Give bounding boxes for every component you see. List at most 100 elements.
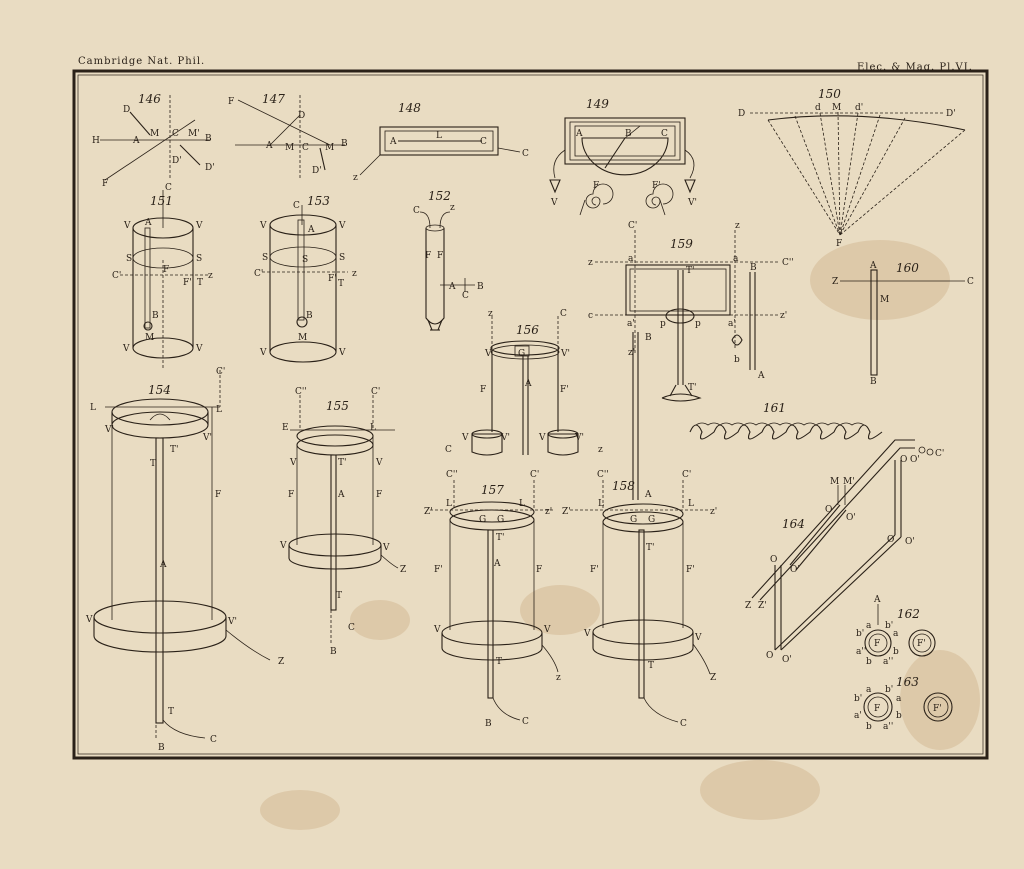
svg-text:F: F xyxy=(874,639,880,649)
svg-text:V: V xyxy=(382,543,390,553)
svg-text:O: O xyxy=(770,555,777,565)
figure-162: 162 A F F' a b' b' a a'' b b a'' xyxy=(856,595,936,667)
svg-text:A: A xyxy=(757,371,765,381)
svg-text:d': d' xyxy=(855,103,863,113)
svg-text:B: B xyxy=(485,719,492,729)
figure-151: 151 C A V V S S C' F F' T z B M V V xyxy=(112,183,213,370)
svg-text:V: V xyxy=(279,541,287,551)
svg-text:M': M' xyxy=(188,129,200,139)
svg-text:F': F' xyxy=(917,639,926,649)
svg-text:d: d xyxy=(815,103,821,113)
svg-text:z: z xyxy=(450,203,455,213)
svg-text:F': F' xyxy=(652,181,661,191)
svg-text:O: O xyxy=(900,455,907,465)
svg-text:M: M xyxy=(325,143,334,153)
svg-text:A: A xyxy=(337,490,345,500)
svg-text:M: M xyxy=(830,477,839,487)
figure-154: 154 L L C' V' V' T' T F A V V' Z T B C xyxy=(85,367,284,753)
svg-text:z: z xyxy=(556,673,561,683)
svg-text:C: C xyxy=(967,277,974,287)
svg-text:A: A xyxy=(869,261,877,271)
figure-161: 161 xyxy=(689,401,883,440)
svg-text:C: C xyxy=(302,143,309,153)
svg-text:O: O xyxy=(887,535,894,545)
svg-text:B: B xyxy=(750,263,757,273)
svg-text:a: a xyxy=(628,254,634,264)
svg-text:D: D xyxy=(298,111,305,121)
svg-text:M: M xyxy=(880,295,889,305)
svg-text:E: E xyxy=(282,423,289,433)
svg-text:S: S xyxy=(339,253,345,263)
svg-text:C: C xyxy=(413,206,420,216)
svg-text:A: A xyxy=(524,379,532,389)
svg-text:V: V xyxy=(550,198,558,208)
svg-text:a': a' xyxy=(854,711,862,721)
figure-number: 163 xyxy=(896,675,919,689)
svg-text:C: C xyxy=(348,623,355,633)
svg-text:V: V xyxy=(694,633,702,643)
svg-text:C: C xyxy=(210,735,217,745)
svg-text:F: F xyxy=(163,265,169,275)
svg-text:F: F xyxy=(288,490,294,500)
svg-text:T': T' xyxy=(646,543,654,553)
svg-text:T': T' xyxy=(170,445,178,455)
svg-text:C: C xyxy=(680,719,687,729)
svg-text:C: C xyxy=(293,201,300,211)
svg-text:B: B xyxy=(645,333,652,343)
figure-number: 161 xyxy=(763,401,786,415)
svg-text:C: C xyxy=(462,291,469,301)
svg-text:z: z xyxy=(353,173,358,183)
figure-158: 158 C'' C' Z' A L L z' G G T' F' F' V V … xyxy=(562,470,717,729)
svg-text:A: A xyxy=(265,141,273,151)
svg-text:F': F' xyxy=(590,565,599,575)
figure-149: 149 A B C F F' V V' xyxy=(549,97,697,216)
svg-text:D': D' xyxy=(946,109,956,119)
plate-header-left: Cambridge Nat. Phil. xyxy=(78,56,205,67)
svg-text:V: V xyxy=(259,348,267,358)
svg-text:S: S xyxy=(302,255,308,265)
svg-text:D: D xyxy=(123,105,130,115)
svg-text:L: L xyxy=(216,405,222,415)
svg-text:a: a xyxy=(896,694,902,704)
svg-text:F: F xyxy=(228,97,234,107)
svg-text:B: B xyxy=(306,311,313,321)
figure-153: 153 C V V A S S S C' F' T z B M V V xyxy=(254,194,357,363)
svg-text:V: V xyxy=(122,344,130,354)
svg-text:G: G xyxy=(497,515,504,525)
svg-text:D': D' xyxy=(172,156,182,166)
svg-text:M: M xyxy=(285,143,294,153)
figure-160: 160 Z A C M B xyxy=(832,261,974,387)
svg-text:z: z xyxy=(735,221,740,231)
svg-text:S: S xyxy=(262,253,268,263)
svg-text:c: c xyxy=(588,311,593,321)
figure-number: 164 xyxy=(782,517,805,531)
svg-text:A: A xyxy=(448,282,456,292)
svg-text:F: F xyxy=(836,239,842,249)
svg-text:M: M xyxy=(298,333,307,343)
svg-text:T: T xyxy=(338,279,344,289)
svg-text:L: L xyxy=(519,499,525,509)
svg-text:C'': C'' xyxy=(782,258,794,268)
plate-border xyxy=(72,69,989,760)
figure-number: 157 xyxy=(481,483,504,497)
svg-text:a'': a'' xyxy=(856,647,866,657)
svg-text:M: M xyxy=(145,333,154,343)
svg-text:b': b' xyxy=(885,685,893,695)
svg-text:C': C' xyxy=(254,269,263,279)
svg-text:C': C' xyxy=(371,387,380,397)
svg-text:z: z xyxy=(598,445,603,455)
svg-text:z': z' xyxy=(710,507,717,517)
svg-text:O': O' xyxy=(782,655,792,665)
svg-text:V: V xyxy=(195,344,203,354)
plate-border-inner xyxy=(77,74,984,755)
svg-text:a'': a'' xyxy=(883,722,893,732)
svg-text:O': O' xyxy=(846,513,856,523)
svg-text:B: B xyxy=(205,134,212,144)
svg-text:V: V xyxy=(461,433,469,443)
figure-155: 155 C'' C' E L V V T' F A F V V Z T C B xyxy=(279,387,406,657)
svg-text:a'': a'' xyxy=(883,657,893,667)
svg-text:S: S xyxy=(196,254,202,264)
svg-text:L: L xyxy=(446,499,452,509)
svg-text:S: S xyxy=(126,254,132,264)
